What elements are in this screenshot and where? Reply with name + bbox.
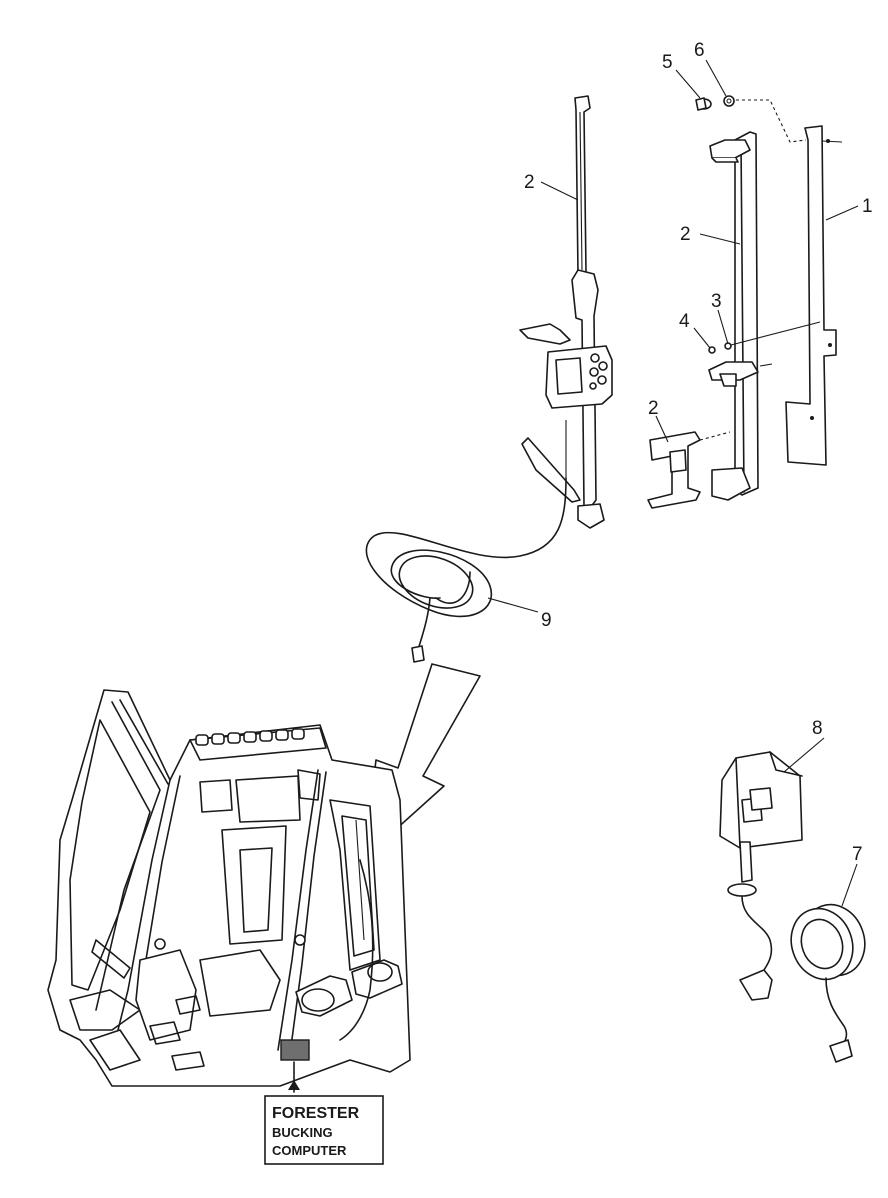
speaker-unit	[790, 903, 866, 1063]
computer-label-box: FORESTER BUCKING COMPUTER	[264, 1095, 384, 1165]
callout-1: 1	[862, 196, 873, 217]
light-bar	[195, 728, 305, 746]
rail-bracket	[708, 131, 773, 501]
display-unit	[719, 751, 803, 1001]
c-bracket	[647, 431, 731, 509]
computer-label-line1: FORESTER	[272, 1105, 360, 1122]
callout-4: 4	[679, 311, 690, 332]
height-gauge	[519, 95, 613, 529]
forester-computer-unit	[280, 1039, 310, 1061]
leader-lines	[487, 59, 859, 907]
fasteners	[695, 95, 821, 354]
callout-5: 5	[662, 52, 673, 73]
mounting-plate	[785, 125, 843, 466]
callout-7: 7	[852, 844, 863, 865]
cable-coil	[365, 477, 567, 663]
callout-9: 9	[541, 610, 552, 631]
computer-pointer	[288, 1061, 300, 1093]
callout-3: 3	[711, 291, 722, 312]
callout-6: 6	[694, 40, 705, 61]
computer-label-line2: BUCKING	[272, 1125, 333, 1140]
cab	[47, 689, 411, 1087]
computer-label-line3: COMPUTER	[272, 1143, 347, 1158]
callout-8: 8	[812, 718, 823, 739]
callout-2-rail: 2	[680, 224, 691, 245]
callout-2-cbracket: 2	[648, 398, 659, 419]
callout-2-gauge: 2	[524, 172, 535, 193]
callout-labels: 1 2 2 2 3 4 5 6 7 8 9	[524, 40, 873, 865]
